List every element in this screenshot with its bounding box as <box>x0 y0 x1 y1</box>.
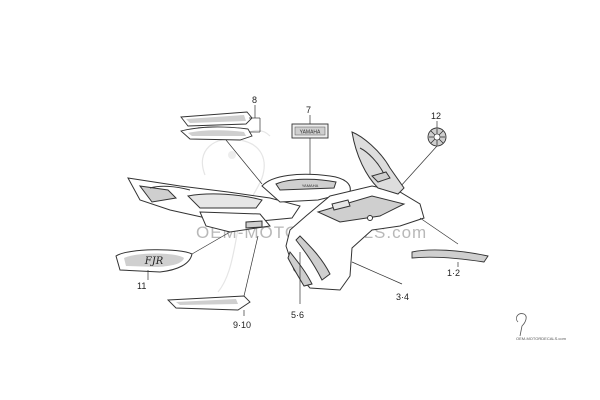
part-12-tuning-fork-emblem <box>427 127 447 147</box>
callout-5-6: 5·6 <box>291 310 304 320</box>
leader-9-10 <box>243 235 259 297</box>
callout-8: 8 <box>252 95 257 105</box>
leader-1-2 <box>419 217 459 245</box>
part-9-10-strip <box>166 295 251 311</box>
tank-emblem-text: YAMAHA <box>300 130 321 136</box>
footer-logo: OEM-MOTORDECALS.com <box>516 313 567 341</box>
footer-watermark-text: OEM-MOTORDECALS.com <box>516 336 567 341</box>
part-11-fjr-badge: FJR <box>115 249 193 273</box>
part-1-2-stripe <box>411 249 489 263</box>
part-7-emblem: YAMAHA <box>291 123 329 139</box>
part-8-strips <box>180 111 253 141</box>
leader-3-4 <box>351 261 403 285</box>
callout-11: 11 <box>137 281 146 291</box>
callout-12: 12 <box>431 111 441 121</box>
tank-brand-text: YAMAHA <box>302 183 319 188</box>
callout-7: 7 <box>306 105 311 115</box>
callout-1-2: 1·2 <box>447 268 460 278</box>
motorcycle-bodywork: YAMAHA <box>127 131 425 291</box>
callout-9-10: 9·10 <box>233 320 251 330</box>
callout-3-4: 3·4 <box>396 292 409 302</box>
fjr-badge-text: FJR <box>144 256 164 267</box>
